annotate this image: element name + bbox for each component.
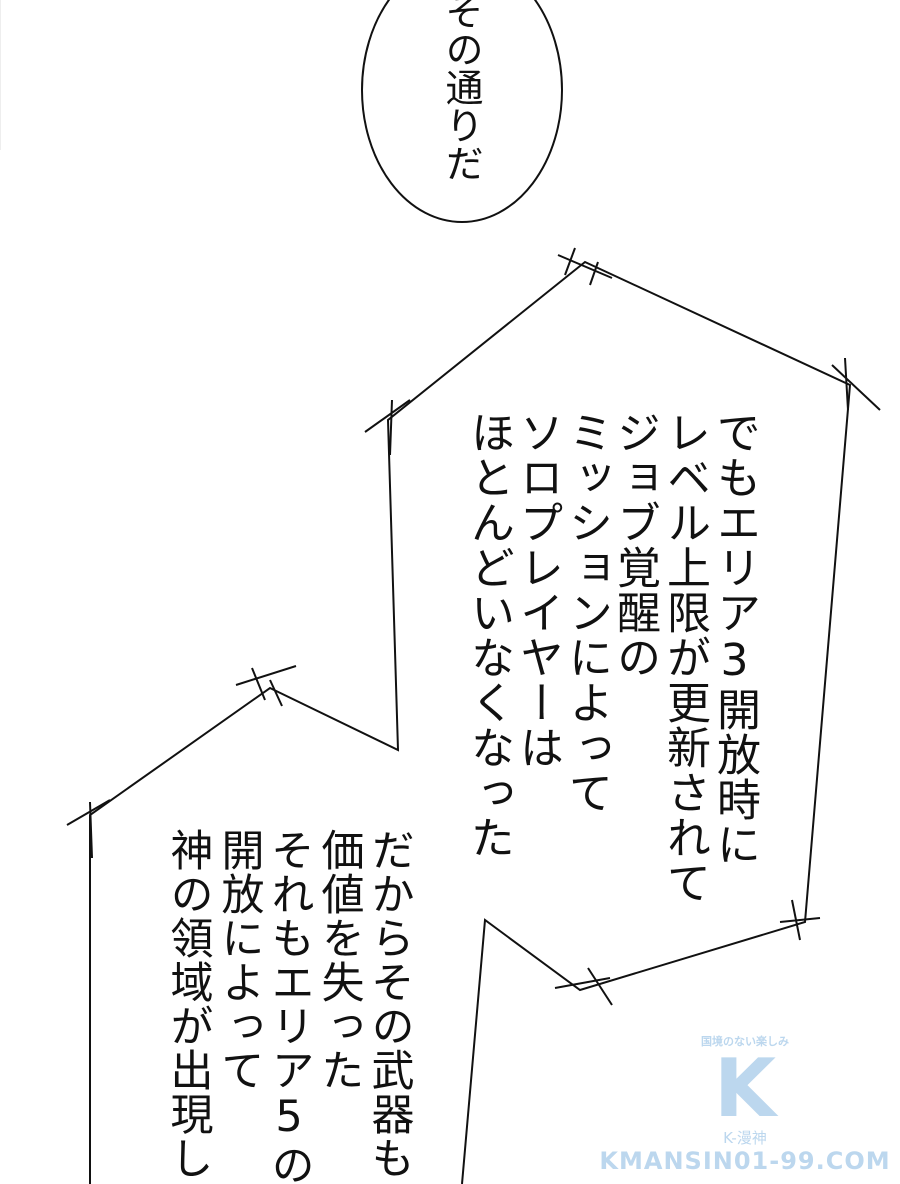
watermark-name: K-漫神: [723, 1129, 767, 1147]
dialogue-line: ミッションによって: [561, 410, 612, 815]
dialogue-line: でもエリア3開放時に: [709, 410, 760, 867]
dialogue-line: ジョブ覚醒の: [609, 410, 660, 680]
watermark-logo: 国境のない楽しみ K K-漫神 KMANSIN01-99.COM: [595, 1036, 895, 1173]
bubble-corner-cross-marks: [66, 247, 881, 1006]
dialogue-line: だからその武器も: [364, 828, 414, 1180]
watermark-k-logo: K: [714, 1042, 776, 1135]
watermark-tagline: 国境のない楽しみ: [701, 1035, 789, 1048]
dialogue-line: ほとんどいなくなった: [463, 410, 514, 860]
watermark-site: KMANSIN01-99.COM: [599, 1147, 891, 1175]
dialogue-line: その通りだ: [439, 0, 483, 182]
dialogue-line: それもエリア5の: [264, 828, 314, 1184]
dialogue-line: レベル上限が更新されて: [659, 410, 710, 905]
dialogue-line: 開放によって: [214, 828, 264, 1092]
dialogue-line: 神の領域が出現して: [163, 828, 213, 1184]
dialogue-line: 価値を失った: [314, 828, 364, 1092]
dialogue-line: ソロプレイヤーは: [512, 410, 563, 770]
spiky-thought-bubble: [89, 260, 852, 1184]
oval-speech-bubble: [361, 0, 563, 223]
